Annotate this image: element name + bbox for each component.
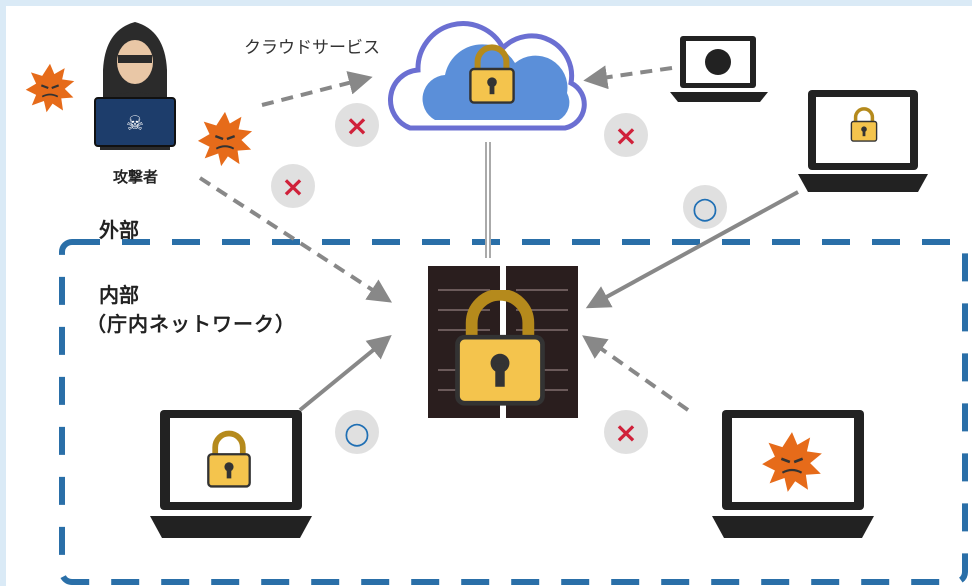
attacker-icon: ☠ (94, 22, 176, 150)
diagram-canvas: ☠ (6, 6, 972, 586)
virus-icon (196, 110, 254, 168)
cloud-icon (388, 21, 587, 131)
attacker-label: 攻撃者 (113, 168, 159, 186)
arrow-infected-internal-to-server (582, 335, 690, 412)
svg-text:☠: ☠ (126, 111, 144, 135)
internal-zone-border (59, 239, 968, 585)
denied-symbol: × (614, 119, 637, 152)
infected-laptop-icon (670, 36, 768, 102)
denied-symbol: × (345, 109, 368, 142)
denied-mark (604, 113, 648, 157)
external-laptop-icon (798, 90, 928, 192)
arrow-attacker-to-cloud (261, 71, 373, 107)
diagram-svg: ☠ (24, 21, 968, 585)
denied-symbol: × (281, 170, 304, 203)
virus-icon (24, 62, 76, 114)
denied-mark (335, 103, 379, 147)
arrow-external-pc-to-server (585, 190, 799, 309)
denied-mark (271, 164, 315, 208)
internal-laptop-icon (150, 410, 312, 538)
external-zone-label: 外部 (99, 218, 139, 242)
allowed-symbol: ○ (692, 191, 718, 226)
internal-zone-label: 内部 (99, 283, 139, 307)
allowed-mark (683, 185, 727, 229)
infected-internal-laptop-icon (712, 410, 874, 538)
cloud-service-label: クラウドサービス (244, 38, 380, 58)
arrow-internal-pc-to-server (298, 334, 392, 412)
allowed-mark (335, 410, 379, 454)
server-icon (428, 266, 578, 418)
denied-symbol: × (614, 416, 637, 449)
denied-mark (604, 410, 648, 454)
arrow-attacker-to-server (198, 176, 393, 303)
allowed-symbol: ○ (344, 416, 370, 451)
arrow-infected-to-cloud (583, 65, 673, 90)
internal-zone-detail: （庁内ネットワーク） (86, 312, 296, 336)
